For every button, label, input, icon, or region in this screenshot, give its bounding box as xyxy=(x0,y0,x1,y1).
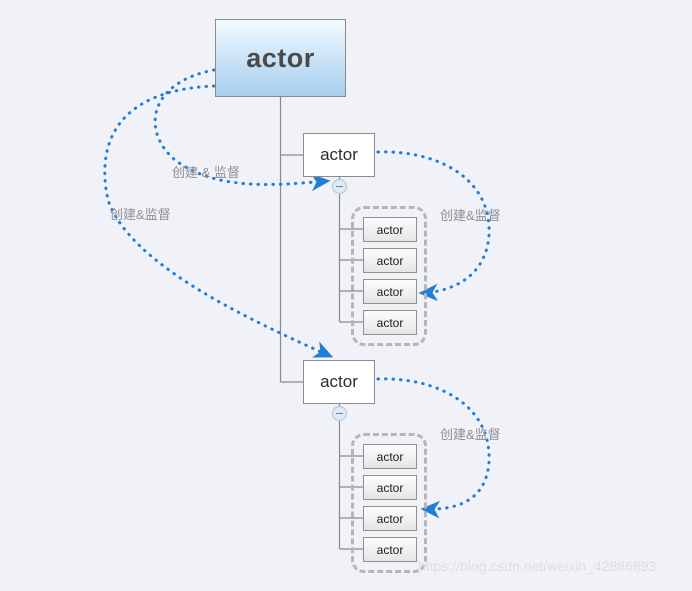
edge-label-root-to-mid2: 创建&监督 xyxy=(110,207,171,222)
actor-node-root[interactable]: actor xyxy=(215,19,346,97)
supervision-edges xyxy=(103,68,491,519)
actor-node-mid-2[interactable]: actor xyxy=(303,360,375,404)
actor-leaf-1-2[interactable]: actor xyxy=(363,248,417,273)
edge-label-root-to-mid1: 创建 & 监督 xyxy=(172,165,240,180)
actor-group-1 xyxy=(351,206,427,346)
actor-leaf-2-1[interactable]: actor xyxy=(363,444,417,469)
edge-mid1-to-group1 xyxy=(376,150,491,302)
watermark: https://blog.csdn.net/weixin_42886893 xyxy=(418,558,657,574)
edge-label-mid1-to-group1: 创建&监督 xyxy=(440,208,501,223)
collapse-minus-icon-mid1[interactable] xyxy=(332,179,347,194)
edge-mid2-to-group2 xyxy=(376,377,491,519)
actor-leaf-2-3[interactable]: actor xyxy=(363,506,417,531)
actor-node-mid-1[interactable]: actor xyxy=(303,133,375,177)
actor-leaf-2-4[interactable]: actor xyxy=(363,537,417,562)
actor-leaf-1-4[interactable]: actor xyxy=(363,310,417,335)
actor-leaf-1-3[interactable]: actor xyxy=(363,279,417,304)
actor-leaf-2-2[interactable]: actor xyxy=(363,475,417,500)
edge-label-mid2-to-group2: 创建&监督 xyxy=(440,427,501,442)
collapse-minus-icon-mid2[interactable] xyxy=(332,406,347,421)
actor-leaf-1-1[interactable]: actor xyxy=(363,217,417,242)
edge-root-to-mid2 xyxy=(103,84,334,358)
